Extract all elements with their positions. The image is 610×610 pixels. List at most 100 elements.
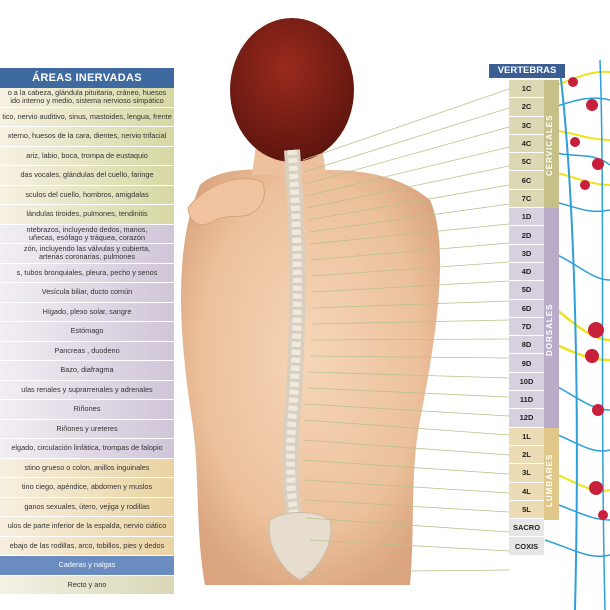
- vertebra-cell: 10D: [509, 372, 544, 392]
- region-band-dorsales: [544, 208, 559, 428]
- area-row: Hígado, plexo solar, sangre: [0, 302, 174, 322]
- area-row-text: s, tubos bronquiales, pleura, pecho y se…: [16, 267, 158, 277]
- vertebra-cell: 2L: [509, 445, 544, 465]
- area-row: Recto y ano: [0, 575, 174, 595]
- vertebra-cell: 4C: [509, 134, 544, 154]
- vertebra-cell: 6C: [509, 171, 544, 190]
- vertebra-cell: 12D: [509, 409, 544, 428]
- area-row-text-secondary: uñecas, esófago y tráquea, corazón: [28, 232, 146, 242]
- torso-shape: [181, 169, 441, 585]
- vertebra-cell: 4L: [509, 482, 544, 501]
- areas-title: ÁREAS INERVADAS: [0, 68, 174, 88]
- area-row: ulas renales y suprarrenales y adrenales: [0, 380, 174, 400]
- spine-column: [282, 149, 308, 562]
- area-row: xterno, huesos de la cara, dientes, nerv…: [0, 127, 174, 147]
- areas-table: ÁREAS INERVADAS o a la cabeza, glándula …: [0, 68, 174, 595]
- area-row: Bazo, diafragma: [0, 361, 174, 381]
- area-row: lándulas tiroides, pulmones, tendinitis: [0, 205, 174, 225]
- vertebra-cell: 3C: [509, 116, 544, 135]
- area-row-text: Riñones y ureteres: [56, 423, 118, 433]
- area-row-text-secondary: ido interno y medio, sistema nervioso si…: [10, 96, 164, 106]
- vertebra-cell: 9D: [509, 354, 544, 373]
- vertebra-cell: 1D: [509, 208, 544, 227]
- area-row-text: ebajo de las rodillas, arco, tobillos, p…: [9, 540, 165, 550]
- area-row: stino grueso o colon, anillos inguinales: [0, 458, 174, 478]
- area-row: Caderas y nalgas: [0, 556, 174, 576]
- area-row-text: tico, nervio auditivo, sinus, mastoides,…: [2, 111, 172, 121]
- hand-shape: [187, 178, 265, 226]
- area-row: ulos de parte inferior de la espalda, ne…: [0, 517, 174, 537]
- area-row-text: ntebrazos, incluyendo dedos, manos,: [26, 224, 148, 234]
- vertebra-cell: 6D: [509, 299, 544, 318]
- vertebra-cell: 5L: [509, 500, 544, 520]
- area-row-text: ulas renales y suprarrenales y adrenales: [21, 384, 153, 394]
- vertebra-cell: 2D: [509, 226, 544, 245]
- vertebra-cell: 2C: [509, 98, 544, 117]
- area-row: tico, nervio auditivo, sinus, mastoides,…: [0, 107, 174, 127]
- hair-shape: [230, 18, 354, 162]
- vertebra-cell: SACRO: [509, 519, 544, 538]
- vertebra-cell: 7C: [509, 189, 544, 209]
- area-row: zón, incluyendo las válvulas y cubierta,…: [0, 244, 174, 264]
- area-row: Vesícula biliar, ducto común: [0, 283, 174, 303]
- vertebra-cell: 5D: [509, 281, 544, 300]
- vertebra-cell: 8D: [509, 336, 544, 355]
- area-row-text: elgado, circulación linfática, trompas d…: [11, 443, 163, 453]
- sacrum-shape: [268, 512, 332, 581]
- area-row-text: tino ciego, apéndice, abdomen y muslos: [21, 482, 153, 492]
- area-row-text: Caderas y nalgas: [58, 560, 116, 570]
- area-row: Pancreas , duodeno: [0, 341, 174, 361]
- area-row-text: sculos del cuello, hombros, amigdalas: [25, 189, 149, 199]
- vertebra-cell: COXIS: [509, 537, 544, 556]
- region-band-lumbares: [544, 428, 559, 520]
- area-row: sculos del cuello, hombros, amigdalas: [0, 185, 174, 205]
- area-row-text: zón, incluyendo las válvulas y cubierta,: [23, 244, 151, 254]
- region-label-lumbares: LUMBARES: [545, 453, 554, 507]
- area-row-text: ariz, labio, boca, trompa de eustaquio: [26, 150, 148, 160]
- vertebra-cell: 11D: [509, 391, 544, 410]
- vertebra-cell: 1C: [509, 80, 544, 99]
- area-row-text: Estómago: [70, 326, 104, 336]
- vertebra-cell: 5C: [509, 153, 544, 172]
- area-row-text: das vocales, glándulas del cuello, farin…: [20, 170, 154, 180]
- area-row-text-secondary: arterias coronarias, pulmones: [38, 252, 136, 262]
- area-row: ntebrazos, incluyendo dedos, manos,uñeca…: [0, 224, 174, 244]
- area-row: ariz, labio, boca, trompa de eustaquio: [0, 146, 174, 166]
- area-row-text: Vesícula biliar, ducto común: [41, 287, 133, 297]
- area-row-text: Bazo, diafragma: [60, 365, 114, 375]
- area-row: ebajo de las rodillas, arco, tobillos, p…: [0, 536, 174, 556]
- vertebra-cell: 7D: [509, 317, 544, 337]
- area-row: s, tubos bronquiales, pleura, pecho y se…: [0, 263, 174, 283]
- area-row-text: stino grueso o colon, anillos inguinales: [24, 462, 150, 472]
- area-row: o a la cabeza, glándula pituitaria, crán…: [0, 88, 174, 108]
- area-row-text: o a la cabeza, glándula pituitaria, crán…: [7, 88, 167, 98]
- vertebra-cell: 4D: [509, 262, 544, 282]
- region-label-cervicales: CERVICALES: [545, 114, 554, 176]
- region-band-cervicales: [544, 80, 559, 208]
- vertebras-title: VERTEBRAS: [489, 64, 565, 78]
- nerve-nodes: [568, 77, 608, 520]
- area-row-text: ulos de parte inferior de la espalda, ne…: [7, 521, 167, 531]
- area-row: das vocales, glándulas del cuello, farin…: [0, 166, 174, 186]
- area-row: tino ciego, apéndice, abdomen y muslos: [0, 478, 174, 498]
- area-row-text: Hígado, plexo solar, sangre: [42, 306, 132, 316]
- area-row: Riñones y ureteres: [0, 419, 174, 439]
- area-row-text: lándulas tiroides, pulmones, tendinitis: [26, 209, 148, 219]
- area-row-text: ganos sexuales, útero, vejiga y rodillas: [24, 501, 150, 511]
- area-row-text: xterno, huesos de la cara, dientes, nerv…: [7, 131, 167, 141]
- area-row-text: Recto y ano: [67, 579, 107, 589]
- area-row: elgado, circulación linfática, trompas d…: [0, 439, 174, 459]
- area-row: Riñones: [0, 400, 174, 420]
- pointer-lines: [302, 88, 510, 573]
- vertebra-cell: 3D: [509, 244, 544, 263]
- area-row: Estómago: [0, 322, 174, 342]
- area-row-text: Riñones: [73, 404, 101, 414]
- area-row: ganos sexuales, útero, vejiga y rodillas: [0, 497, 174, 517]
- vertebra-cell: 3L: [509, 464, 544, 483]
- vertebra-cell: 1L: [509, 427, 544, 446]
- area-row-text: Pancreas , duodeno: [54, 345, 120, 355]
- region-label-dorsales: DORSALES: [545, 303, 554, 357]
